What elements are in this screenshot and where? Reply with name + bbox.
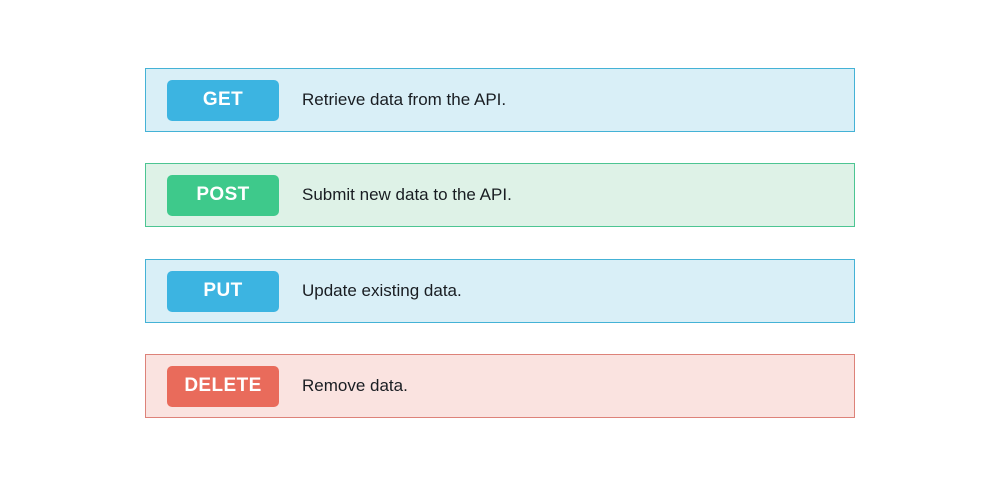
method-badge-post: POST: [167, 174, 279, 216]
method-row-get: GET Retrieve data from the API.: [145, 68, 855, 132]
method-badge-get: GET: [167, 79, 279, 121]
method-description-get: Retrieve data from the API.: [302, 90, 507, 109]
method-row-post: POST Submit new data to the API.: [145, 163, 855, 227]
method-badge-delete: DELETE: [167, 365, 279, 407]
method-description-delete: Remove data.: [302, 376, 408, 395]
method-badge-put: PUT: [167, 270, 279, 312]
method-description-post: Submit new data to the API.: [302, 185, 512, 204]
method-row-put: PUT Update existing data.: [145, 259, 855, 323]
method-description-put: Update existing data.: [302, 281, 462, 300]
method-row-delete: DELETE Remove data.: [145, 354, 855, 418]
